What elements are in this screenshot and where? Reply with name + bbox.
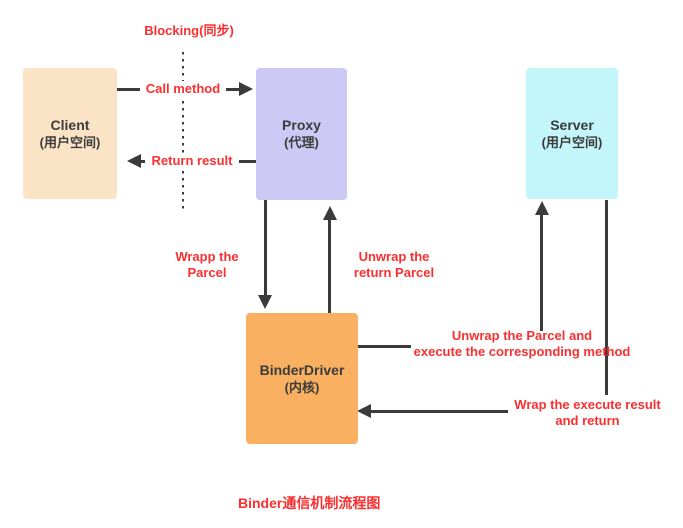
- binder-to-server-arrowhead: [535, 201, 549, 215]
- client-node-subtitle: (用户空间): [39, 134, 101, 150]
- wrap-result-label: Wrap the execute result and return: [500, 397, 675, 429]
- client-node-title: Client: [50, 116, 90, 133]
- return-result-label: Return result: [145, 153, 239, 169]
- binder-driver-node-title: BinderDriver: [259, 361, 345, 378]
- server-node: Server (用户空间): [526, 68, 618, 199]
- wrap-parcel-label-line2: Parcel: [187, 265, 227, 280]
- server-to-binder-vertical-shaft: [605, 200, 608, 395]
- wrap-parcel-arrowhead: [258, 295, 272, 309]
- server-to-binder-horizontal-shaft: [371, 410, 508, 413]
- binder-to-server-vertical-shaft: [540, 215, 543, 331]
- client-node: Client (用户空间): [23, 68, 117, 199]
- unwrap-execute-label: Unwrap the Parcel and execute the corres…: [402, 328, 642, 360]
- wrap-result-label-line2: and return: [555, 413, 620, 428]
- call-method-label: Call method: [140, 81, 226, 97]
- binder-driver-node: BinderDriver (内核): [246, 313, 358, 444]
- unwrap-return-parcel-label: Unwrap the return Parcel: [347, 249, 441, 281]
- unwrap-return-arrow-shaft: [328, 220, 331, 313]
- unwrap-return-arrowhead: [323, 206, 337, 220]
- blocking-label: Blocking(同步): [144, 23, 234, 38]
- server-node-title: Server: [550, 116, 594, 133]
- wrap-result-label-line1: Wrap the execute result: [514, 397, 661, 412]
- wrap-parcel-label: Wrapp the Parcel: [163, 249, 251, 281]
- proxy-node: Proxy (代理): [256, 68, 347, 200]
- proxy-node-title: Proxy: [282, 117, 321, 133]
- wrap-parcel-arrow-shaft: [264, 200, 267, 295]
- call-method-arrowhead: [239, 82, 253, 96]
- blocking-dotted-line: [182, 52, 184, 210]
- server-node-subtitle: (用户空间): [541, 134, 603, 150]
- unwrap-execute-label-line1: Unwrap the Parcel and: [451, 328, 593, 343]
- wrap-parcel-label-line1: Wrapp the: [175, 249, 239, 264]
- server-to-binder-arrowhead: [357, 404, 371, 418]
- binder-to-server-horizontal-shaft: [358, 345, 411, 348]
- unwrap-return-parcel-label-line2: return Parcel: [353, 265, 435, 280]
- diagram-title: Binder通信机制流程图: [238, 495, 381, 511]
- proxy-node-subtitle: (代理): [284, 135, 319, 150]
- binder-driver-node-subtitle: (内核): [284, 379, 320, 395]
- unwrap-return-parcel-label-line1: Unwrap the: [358, 249, 430, 264]
- return-result-arrowhead: [127, 154, 141, 168]
- unwrap-execute-label-line2: execute the corresponding method: [413, 344, 631, 359]
